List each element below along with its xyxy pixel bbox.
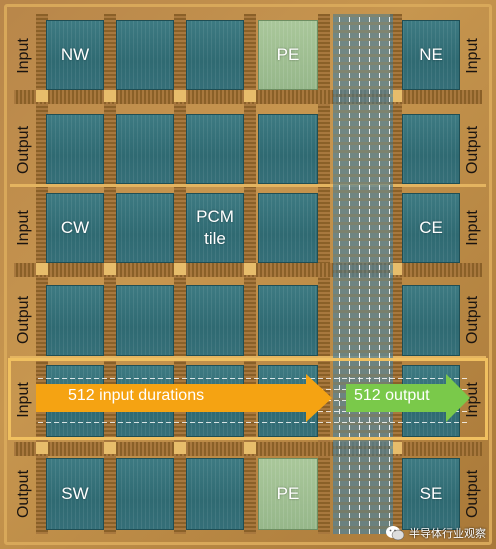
active-row-frame — [8, 358, 488, 440]
input-arrow-label: 512 input durations — [68, 387, 205, 404]
tile-cw: CW — [46, 193, 104, 263]
tile — [116, 458, 174, 530]
tile — [116, 20, 174, 90]
tile-sw: SW — [46, 458, 104, 530]
tile — [258, 193, 318, 263]
tile-pe-bottom: PE — [258, 458, 318, 530]
side-label-left: Input — [15, 382, 32, 418]
tile — [402, 285, 460, 356]
tile-label: SE — [419, 484, 443, 503]
tile — [186, 285, 244, 356]
via-pad — [104, 90, 116, 102]
side-label-left: Output — [15, 125, 32, 175]
tile-label: PE — [276, 45, 300, 64]
tile-nw: NW — [46, 20, 104, 90]
via-pad — [244, 442, 256, 454]
via-pad — [244, 90, 256, 102]
tile-label: CE — [419, 218, 443, 237]
tile — [402, 114, 460, 184]
via-pad — [36, 90, 48, 102]
side-label-right: Output — [464, 469, 481, 519]
side-label-right: Output — [464, 295, 481, 345]
side-label-left: Output — [15, 469, 32, 519]
via-pad — [390, 90, 402, 102]
via-pad — [174, 263, 186, 275]
divider-line — [10, 184, 486, 187]
tile — [116, 114, 174, 184]
watermark-text: 半导体行业观察 — [409, 528, 486, 540]
tile — [258, 114, 318, 184]
via-pad — [36, 442, 48, 454]
tile — [46, 114, 104, 184]
output-arrow — [346, 374, 470, 422]
tile — [116, 193, 174, 263]
wechat-icon — [386, 526, 405, 541]
output-arrow-label: 512 output — [354, 387, 430, 404]
tile — [186, 20, 244, 90]
tile — [186, 114, 244, 184]
tile-label: SW — [61, 484, 89, 503]
tile-label: CW — [60, 218, 90, 237]
tile — [186, 458, 244, 530]
via-pad — [390, 263, 402, 275]
via-pad — [244, 263, 256, 275]
input-arrow — [36, 374, 332, 422]
side-label-left: Input — [15, 210, 32, 246]
via-pad — [104, 263, 116, 275]
tile-pe-top: PE — [258, 20, 318, 90]
side-label-right: Input — [464, 38, 481, 74]
side-label-right: Output — [464, 125, 481, 175]
active-column-dashes — [333, 14, 393, 534]
divider-line — [10, 356, 486, 359]
via-pad — [36, 263, 48, 275]
tile-label: PE — [276, 484, 300, 503]
tile-pcm: PCM tile — [186, 193, 244, 263]
tile-ne: NE — [402, 20, 460, 90]
side-label-left: Input — [15, 38, 32, 74]
tile-label: PCM tile — [196, 207, 234, 248]
via-pad — [174, 442, 186, 454]
via-pad — [390, 442, 402, 454]
tile-ce: CE — [402, 193, 460, 263]
tile-label: NE — [419, 45, 443, 64]
tile — [116, 285, 174, 356]
side-label-right: Input — [464, 210, 481, 246]
tile — [46, 285, 104, 356]
tile-label: NW — [60, 45, 90, 64]
chip-rim — [4, 4, 492, 545]
watermark: 半导体行业观察 — [385, 525, 486, 541]
tile-se: SE — [402, 458, 460, 530]
via-pad — [174, 90, 186, 102]
side-label-left: Output — [15, 295, 32, 345]
tile — [258, 285, 318, 356]
via-pad — [104, 442, 116, 454]
